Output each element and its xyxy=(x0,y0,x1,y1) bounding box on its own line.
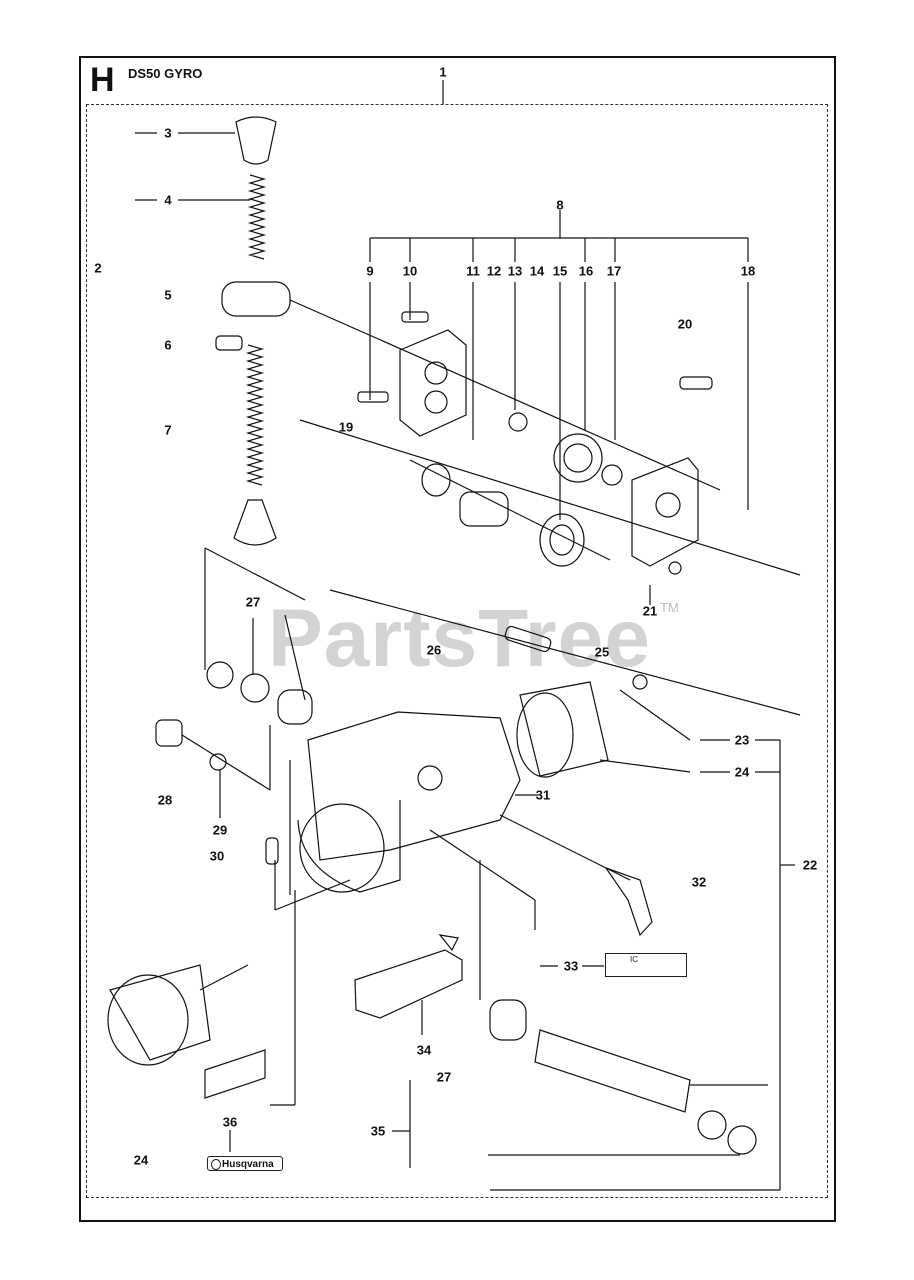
callout-29: 29 xyxy=(212,822,228,838)
callout-7: 7 xyxy=(164,422,172,438)
callout-27-lower: 27 xyxy=(436,1069,452,1085)
callout-3: 3 xyxy=(164,125,172,141)
callout-24-lower: 24 xyxy=(133,1152,149,1168)
callout-13: 13 xyxy=(507,263,523,279)
watermark: PartsTree xyxy=(268,593,651,684)
callout-15: 15 xyxy=(552,263,568,279)
callout-19: 19 xyxy=(338,419,354,435)
callout-11: 11 xyxy=(466,263,480,279)
callout-12: 12 xyxy=(486,263,502,279)
callout-2: 2 xyxy=(94,260,102,276)
section-letter: H xyxy=(90,61,115,99)
callout-16: 16 xyxy=(578,263,594,279)
callout-6: 6 xyxy=(164,337,172,353)
callout-9: 9 xyxy=(366,263,374,279)
decal-text: IC xyxy=(630,955,638,964)
callout-17: 17 xyxy=(606,263,622,279)
watermark-trademark: TM xyxy=(660,600,679,615)
husqvarna-logo: Husqvarna xyxy=(207,1156,283,1171)
callout-4: 4 xyxy=(164,192,172,208)
callout-21: 21 xyxy=(642,603,658,619)
assembly-boundary xyxy=(86,104,828,1198)
callout-31: 31 xyxy=(535,787,551,803)
callout-5: 5 xyxy=(164,287,172,303)
callout-24: 24 xyxy=(734,764,750,780)
callout-33: 33 xyxy=(563,958,579,974)
outer-frame xyxy=(79,56,836,1222)
callout-32: 32 xyxy=(691,874,707,890)
callout-1: 1 xyxy=(439,64,447,80)
callout-25: 25 xyxy=(594,644,610,660)
logo-text: Husqvarna xyxy=(222,1159,274,1170)
callout-22: 22 xyxy=(802,857,818,873)
callout-27: 27 xyxy=(245,594,261,610)
callout-10: 10 xyxy=(402,263,418,279)
callout-20: 20 xyxy=(677,316,693,332)
callout-8: 8 xyxy=(556,197,564,213)
callout-14: 14 xyxy=(529,263,545,279)
callout-26: 26 xyxy=(426,642,442,658)
callout-35: 35 xyxy=(370,1123,386,1139)
model-name: DS50 GYRO xyxy=(128,66,203,81)
callout-23: 23 xyxy=(734,732,750,748)
warning-decal: IC xyxy=(605,953,687,977)
callout-34: 34 xyxy=(416,1042,432,1058)
callout-36: 36 xyxy=(222,1114,238,1130)
callout-18: 18 xyxy=(740,263,756,279)
callout-28: 28 xyxy=(157,792,173,808)
callout-30: 30 xyxy=(209,848,225,864)
